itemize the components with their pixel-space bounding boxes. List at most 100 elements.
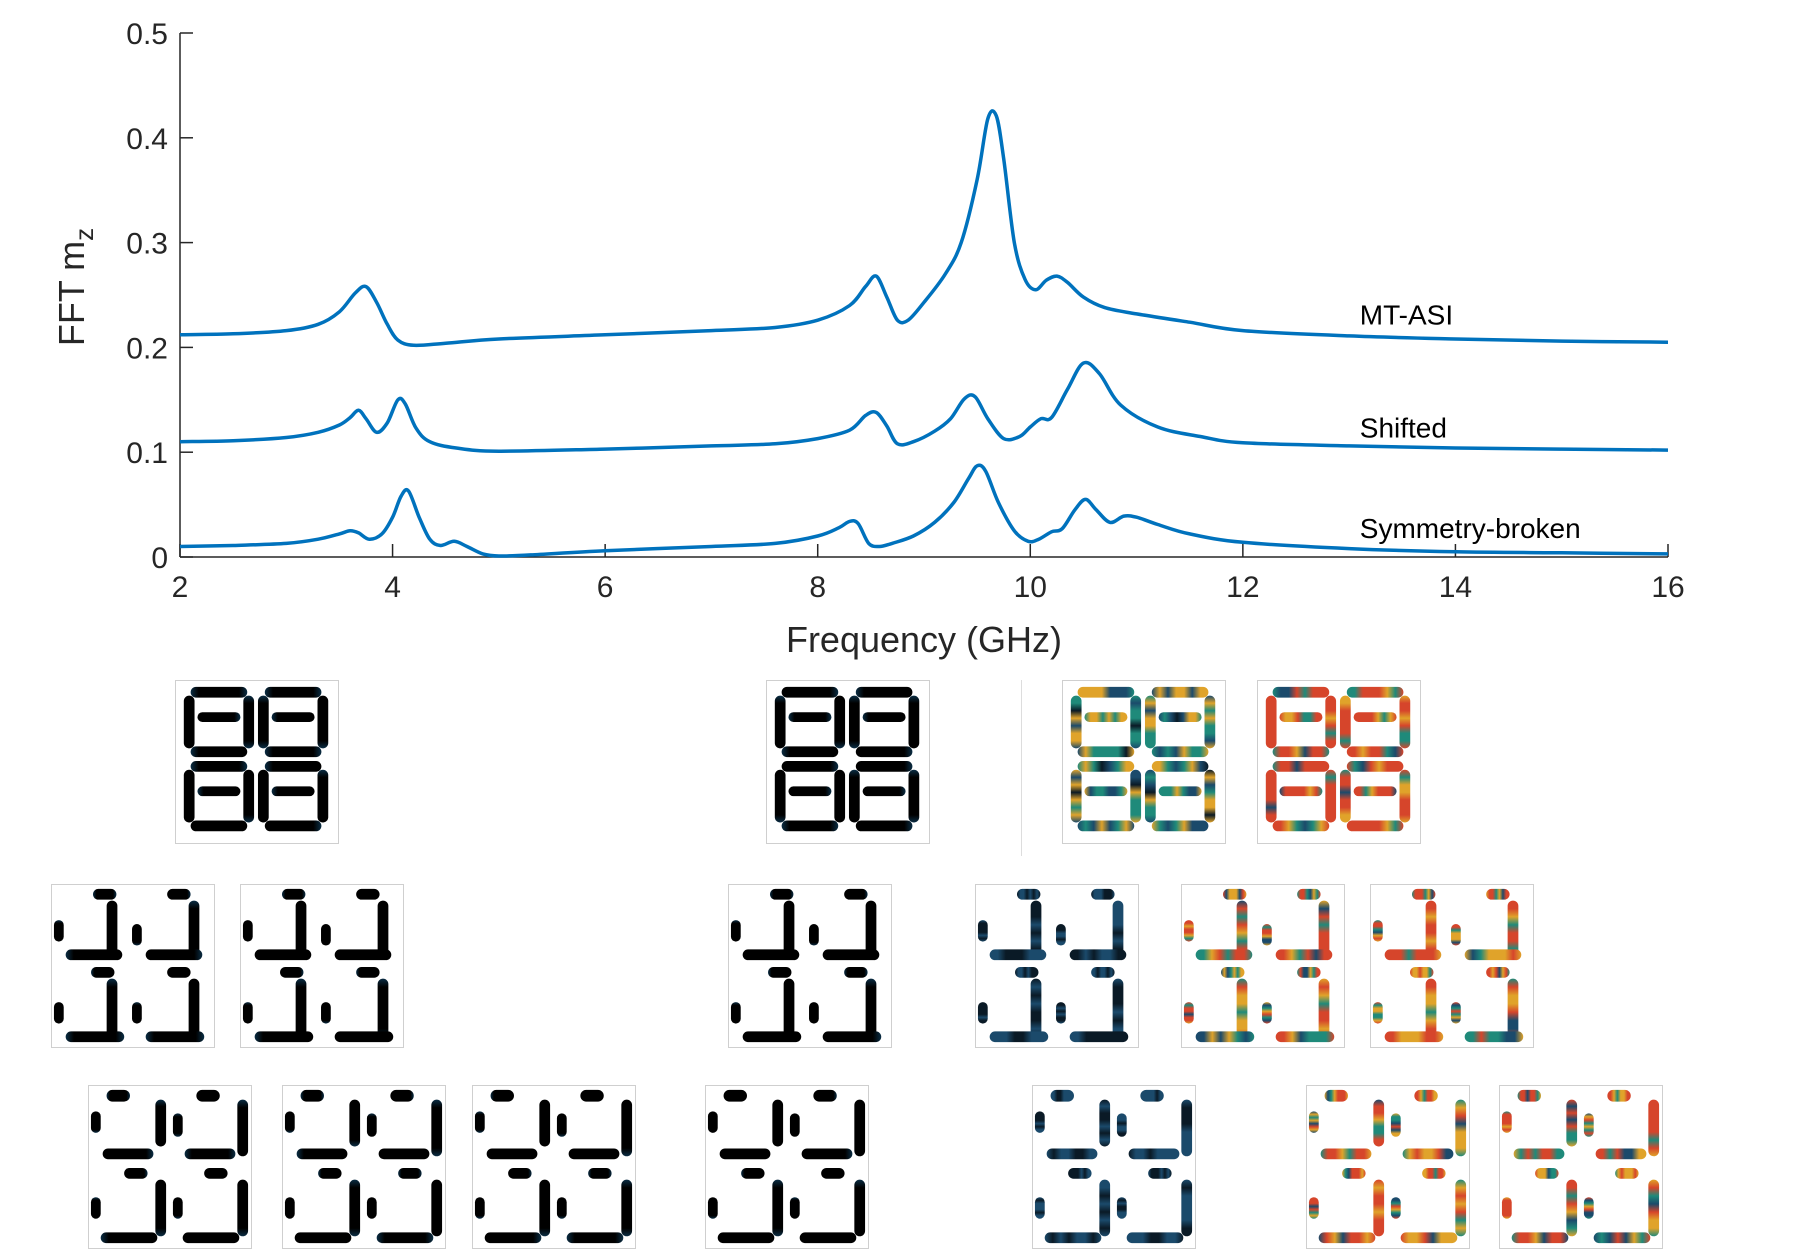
magnet-island [772,1179,784,1237]
magnet-island [295,978,307,1038]
magnet-island [1339,695,1351,749]
magnet-island [1346,746,1404,758]
magnet-island [854,1099,866,1157]
magnet-island [271,712,315,722]
magnet-island [1077,746,1135,758]
magnet-island [295,900,307,958]
magnet-island [1262,924,1272,946]
magnet-island [730,1002,741,1024]
magnet-island [789,1197,800,1219]
mode-panel-row1-2 [766,680,930,844]
magnet-island [788,712,832,722]
magnet-island [1353,712,1397,722]
mode-panel-row2-3 [728,884,892,1048]
magnet-island [1077,686,1135,698]
y-axis-label: FFT mz [51,228,99,346]
mode-panel-row3-5 [1032,1085,1196,1249]
magnet-island [172,1197,183,1219]
magnet-island [242,1002,253,1024]
magnet-island [1183,920,1194,942]
magnet-island [1116,1113,1127,1137]
magnet-island [1455,1179,1467,1237]
magnet-island [474,1111,485,1133]
magnet-island [781,686,839,698]
magnet-island [190,820,248,832]
mode-panel-row3-7 [1499,1085,1663,1249]
x-tick-label: 8 [809,571,826,604]
magnet-island [862,786,906,797]
magnet-island [1140,1089,1164,1102]
magnet-island [190,761,248,772]
magnet-island [132,924,142,946]
magnet-island [1112,978,1124,1038]
mode-panel-row1-4 [1257,680,1421,844]
series-line-0 [179,109,1669,348]
magnet-island [1464,949,1522,961]
magnet-island [556,1197,567,1219]
series-line-1 [179,360,1669,453]
magnet-island [1144,695,1156,749]
mode-panel-image [1308,1089,1467,1244]
magnet-island [1044,1232,1102,1244]
magnet-island [53,1002,64,1024]
mode-panel-image [1183,888,1335,1043]
magnet-island [334,949,392,961]
magnet-island [106,978,118,1038]
y-tick-label: 0.1 [126,437,168,470]
x-tick-label: 10 [1014,571,1047,604]
magnet-island [264,820,322,832]
magnet-island [106,1089,130,1102]
magnet-island [155,1179,167,1237]
magnet-island [1128,1148,1180,1160]
magnet-island [821,1167,845,1179]
magnet-island [1272,761,1330,772]
magnet-island [1272,746,1330,758]
magnet-island [377,978,389,1038]
magnet-island [484,1232,542,1244]
magnet-island [1272,686,1330,698]
magnet-island [539,1099,551,1147]
magnet-island [1390,1197,1401,1219]
magnet-island [1399,769,1411,823]
magnet-island [1069,949,1127,961]
magnet-island [769,888,794,900]
magnet-island [568,1148,620,1160]
magnet-island [1648,1179,1660,1237]
magnet-island [1372,1002,1383,1024]
magnet-island [1583,1197,1594,1219]
magnet-island [908,769,920,823]
magnet-island [1324,1089,1348,1102]
magnet-island [254,949,312,961]
magnet-island [768,966,792,978]
magnet-island [334,1031,394,1043]
mode-panel-image [90,1089,249,1244]
magnet-island [539,1179,551,1237]
magnet-island [102,1148,154,1160]
magnet-island [197,786,241,797]
mode-panel-image [730,888,882,1043]
magnet-island [1116,1197,1127,1219]
magnet-island [90,1197,101,1219]
mode-panel-row3-4 [705,1085,869,1249]
magnet-island [1204,769,1216,823]
magnet-island [183,769,195,823]
magnet-island [1275,949,1333,961]
magnet-island [1648,1099,1660,1157]
magnet-island [1583,1113,1594,1137]
magnet-island [1535,1167,1559,1179]
magnet-island [1077,761,1135,772]
magnet-island [431,1099,443,1157]
magnet-island [855,761,913,772]
magnet-island [1320,1148,1372,1160]
magnet-island [1425,978,1437,1038]
mode-panel-row3-6 [1306,1085,1470,1249]
magnet-island [1507,900,1519,958]
magnet-island [1195,1031,1255,1043]
magnet-island [321,1002,331,1024]
magnet-island [508,1167,532,1179]
mode-panel-row3-1 [88,1085,252,1249]
magnet-island [742,1031,802,1043]
magnet-island [844,888,868,900]
